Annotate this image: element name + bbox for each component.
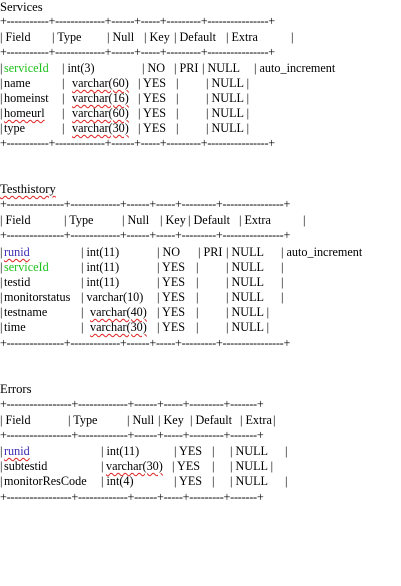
testhistory-border-top: +---------------+-------------+------+--… — [0, 197, 291, 211]
table-row: | monitorResCode | int(4) | YES | | NULL… — [0, 474, 288, 488]
table-row: | monitorstatus | varchar(10) | YES | | … — [0, 290, 284, 304]
testhistory-title: Testhistory — [0, 182, 56, 196]
header-field: | Field — [0, 30, 31, 44]
services-header-row: | Field | Type | Null | Key | Default | … — [0, 30, 293, 44]
errors-border-bottom: +-----------------+-------------+------+… — [0, 490, 264, 504]
errors-title: Errors — [0, 382, 32, 396]
field-name: monitorstatus — [4, 290, 71, 304]
table-row: | testname | varchar(40) | YES | | NULL … — [0, 305, 270, 319]
services-border-top: +-----------+-------------+------+-----+… — [0, 14, 275, 28]
testhistory-header-row: | Field | Type | Null | Key | Default | … — [0, 213, 306, 227]
testhistory-border-bottom: +---------------+-------------+------+--… — [0, 336, 291, 350]
field-name: subtestid — [4, 459, 48, 473]
table-row: | runid | int(11) | NO | PRI | NULL | au… — [0, 245, 363, 259]
field-name: homeinst — [4, 91, 49, 105]
field-name: runid — [4, 444, 30, 458]
header-end: | — [291, 30, 294, 44]
services-border-mid: +-----------+-------------+------+-----+… — [0, 45, 275, 59]
field-name: serviceId — [4, 260, 49, 274]
field-name: serviceId — [4, 61, 49, 75]
table-row: | type | varchar(30) | YES | | NULL | — [0, 121, 250, 135]
header-extra: | Extra — [226, 30, 258, 44]
table-row: | serviceId | int(3) | NO | PRI | NULL |… — [0, 61, 336, 75]
field-name: name — [4, 76, 31, 90]
header-null: | Null — [107, 30, 135, 44]
field-name: testid — [4, 275, 31, 289]
field-name: type — [4, 121, 25, 135]
field-name: time — [4, 320, 26, 334]
table-row: | name | varchar(60) | YES | | NULL | — [0, 76, 250, 90]
table-row: | runid | int(11) | YES | | NULL | — [0, 444, 288, 458]
header-type: | Type — [52, 30, 82, 44]
header-default: | Default — [174, 30, 217, 44]
field-name: testname — [4, 305, 48, 319]
errors-border-top: +-----------------+-------------+------+… — [0, 397, 264, 411]
field-name: runid — [4, 245, 30, 259]
table-row: | subtestid | varchar(30) | YES | | NULL… — [0, 459, 274, 473]
table-row: | testid | int(11) | YES | | NULL | — [0, 275, 284, 289]
header-key: | Key — [144, 30, 170, 44]
field-name: monitorResCode — [4, 474, 87, 488]
table-row: | time | varchar(30) | YES | | NULL | — [0, 320, 270, 334]
errors-header-row: | Field | Type | Null | Key | Default | … — [0, 413, 276, 427]
services-title: Services — [0, 0, 43, 14]
services-border-bottom: +-----------+-------------+------+-----+… — [0, 136, 275, 150]
field-name: homeurl — [4, 106, 45, 120]
table-row: | serviceId | int(11) | YES | | NULL | — [0, 260, 284, 274]
table-row: | homeinst | varchar(16) | YES | | NULL … — [0, 91, 250, 105]
table-row: | homeurl | varchar(60) | YES | | NULL | — [0, 106, 250, 120]
testhistory-border-mid: +---------------+-------------+------+--… — [0, 228, 291, 242]
errors-border-mid: +-----------------+-------------+------+… — [0, 428, 264, 442]
